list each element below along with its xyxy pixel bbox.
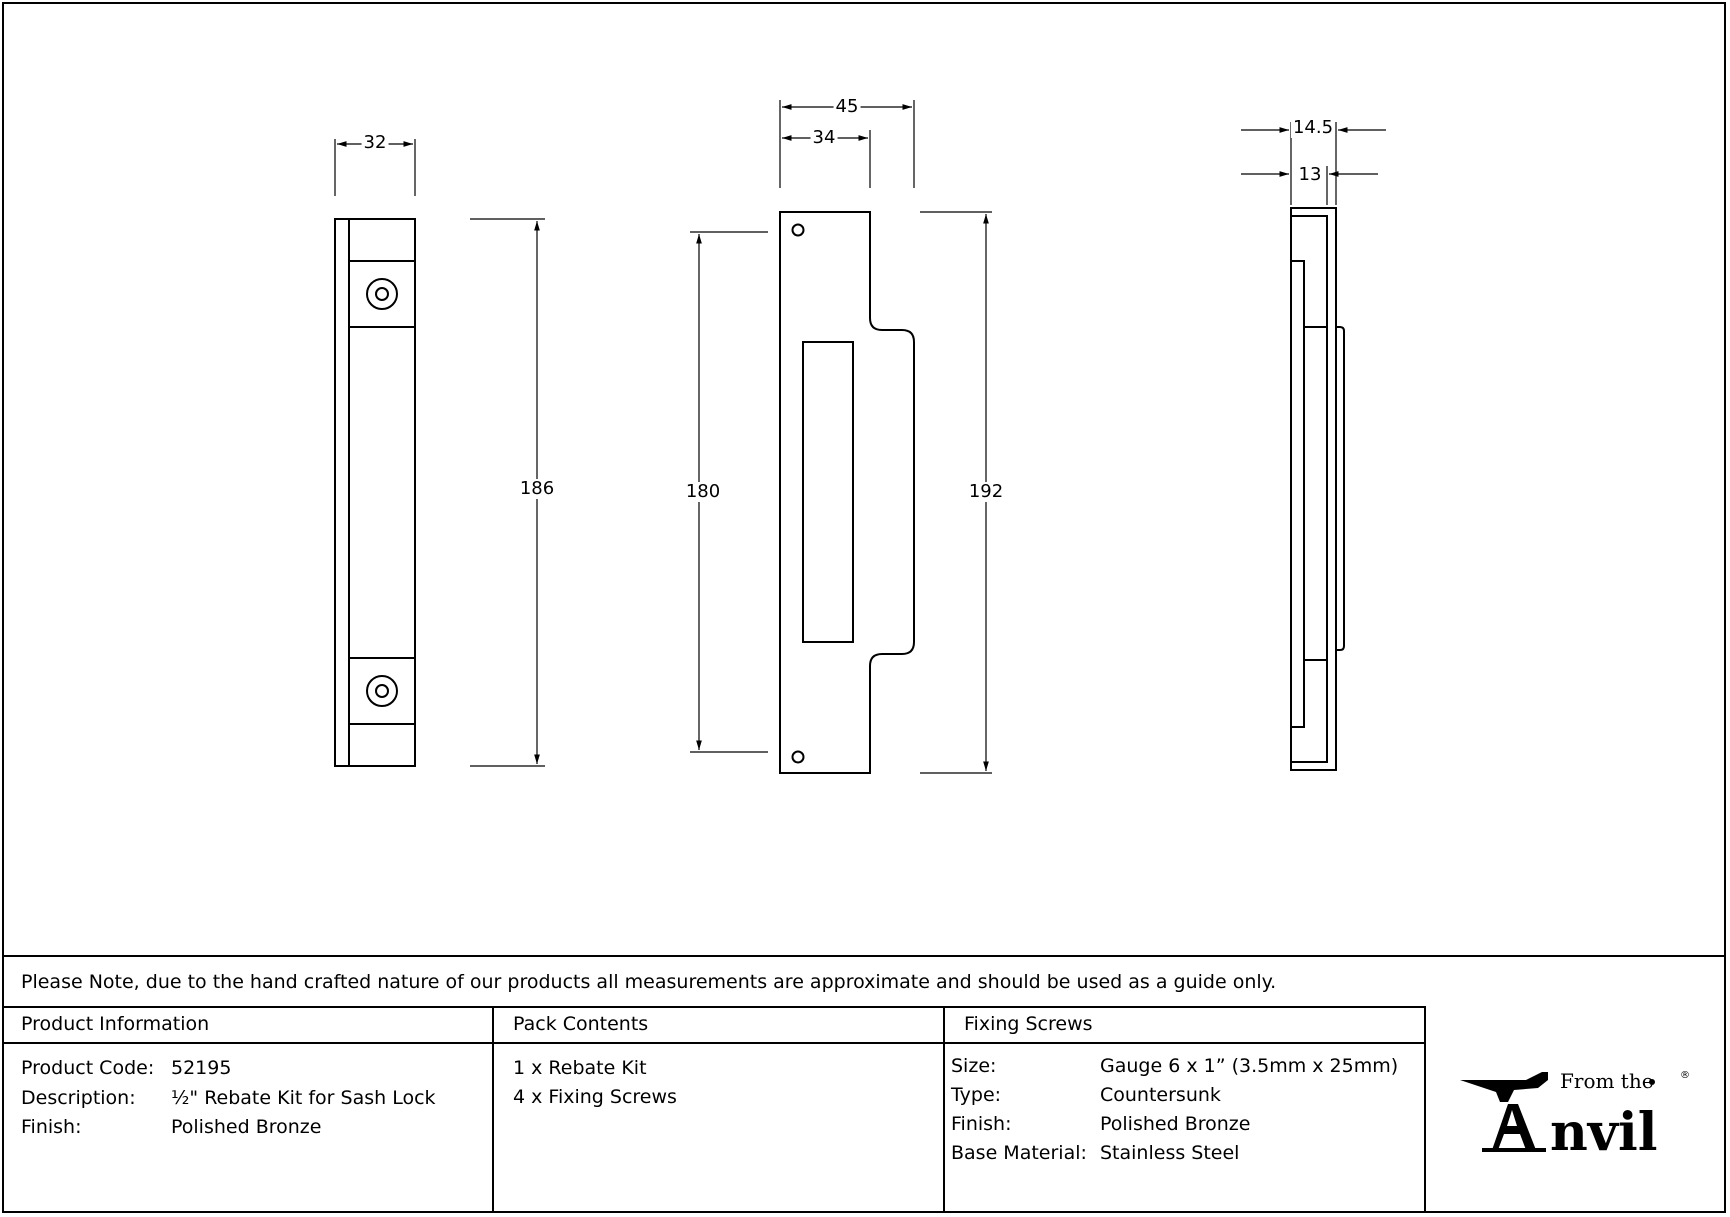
front-view <box>334 218 416 767</box>
screw-size-label: Size: <box>951 1055 997 1077</box>
dim-side-inner-depth: 13 <box>1296 164 1324 185</box>
screw-material-value: Stainless Steel <box>1100 1142 1240 1164</box>
screw-size-value: Gauge 6 x 1” (3.5mm x 25mm) <box>1100 1055 1399 1077</box>
screw-material-label: Base Material: <box>951 1142 1087 1164</box>
note-divider <box>2 955 1726 957</box>
pack-contents-header: Pack Contents <box>513 1013 649 1035</box>
logo-large-text: nvil <box>1550 1102 1658 1156</box>
registered-mark: ® <box>1680 1070 1690 1081</box>
product-code-label: Product Code: <box>21 1057 155 1079</box>
screw-type-value: Countersunk <box>1100 1084 1221 1106</box>
anvil-logo: nvil From the ® <box>1460 1069 1690 1156</box>
screw-finish-value: Polished Bronze <box>1100 1113 1251 1135</box>
pack-item: 4 x Fixing Screws <box>513 1086 677 1108</box>
dim-strike-height: 192 <box>966 481 1006 502</box>
column-divider-2 <box>943 1006 945 1213</box>
screw-finish-label: Finish: <box>951 1113 1012 1135</box>
fixing-screws-header: Fixing Screws <box>964 1013 1093 1035</box>
dim-strike-hole-spacing: 180 <box>683 481 723 502</box>
strike-plate-view <box>779 211 915 774</box>
pack-item: 1 x Rebate Kit <box>513 1057 647 1079</box>
product-code-value: 52195 <box>171 1057 232 1079</box>
finish-value: Polished Bronze <box>171 1116 322 1138</box>
column-divider-1 <box>492 1006 494 1213</box>
dim-strike-outer-width: 45 <box>833 96 861 117</box>
logo-small-text: From the <box>1560 1069 1654 1093</box>
approximation-note: Please Note, due to the hand crafted nat… <box>21 971 1277 993</box>
screw-type-label: Type: <box>951 1084 1002 1106</box>
description-label: Description: <box>21 1087 136 1109</box>
product-info-header: Product Information <box>21 1013 210 1035</box>
dim-strike-inner-width: 34 <box>810 127 838 148</box>
table-top-divider <box>2 1006 1426 1008</box>
dim-front-width: 32 <box>361 132 389 153</box>
side-view <box>1290 207 1345 771</box>
column-divider-3 <box>1424 1006 1426 1213</box>
dim-side-outer-depth: 14.5 <box>1290 117 1336 138</box>
finish-label: Finish: <box>21 1116 82 1138</box>
description-value: ½" Rebate Kit for Sash Lock <box>171 1087 436 1109</box>
dim-front-height: 186 <box>517 478 557 499</box>
header-divider <box>2 1042 1426 1044</box>
